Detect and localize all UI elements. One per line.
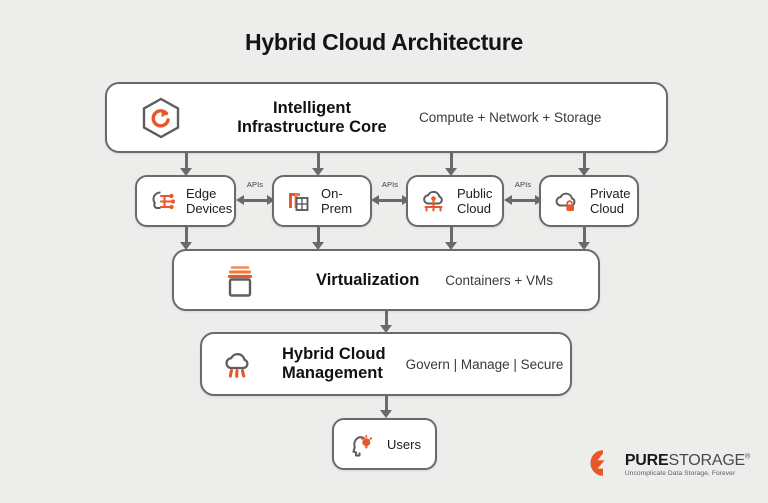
arrow-management-to-users [380, 410, 393, 418]
api-label-2: APIs [381, 180, 399, 189]
logo-tagline: Uncomplicate Data Storage, Forever [624, 470, 736, 478]
connector-public-to-virtualization [450, 227, 453, 244]
node-edge-devices[interactable]: Edge Devices [135, 175, 236, 227]
pure-storage-logo-icon [588, 448, 618, 483]
arrow-core-to-edge [180, 168, 193, 176]
connector-edge-to-virtualization [185, 227, 188, 244]
arrow-private-to-virtualization [578, 242, 591, 250]
arrow-core-to-private [578, 168, 591, 176]
node-public-cloud[interactable]: Public Cloud [406, 175, 504, 227]
management-subtitle: Govern | Manage | Secure [405, 356, 564, 372]
node-virtualization[interactable]: Virtualization Containers + VMs [172, 249, 600, 311]
private-cloud-label: Private Cloud [590, 186, 631, 216]
users-label: Users [387, 436, 421, 452]
connector-management-to-users [385, 396, 388, 412]
hexagon-pure-icon [135, 92, 187, 144]
virtualization-subtitle: Containers + VMs [445, 272, 553, 288]
node-intelligent-infrastructure-core[interactable]: Intelligent Infrastructure Core Compute … [105, 82, 668, 153]
arrow-edge-onprem-left [236, 194, 244, 205]
arrow-public-private-left [504, 194, 512, 205]
node-users[interactable]: Users [332, 418, 437, 470]
connector-virtualization-to-management [385, 311, 388, 327]
public-cloud-label: Public Cloud [457, 186, 493, 216]
edge-brain-icon [145, 184, 179, 218]
arrow-core-to-onprem [312, 168, 325, 176]
virtualization-title: Virtualization [316, 270, 420, 289]
connector-core-to-onprem [317, 153, 320, 170]
cloud-rain-icon [216, 342, 264, 386]
arrow-virtualization-to-management [380, 325, 393, 333]
logo-wordmark: PURESTORAGE® [624, 451, 750, 469]
connector-core-to-private [583, 153, 586, 170]
page-title: Hybrid Cloud Architecture [245, 29, 523, 55]
arrow-core-to-public [445, 168, 458, 176]
arrow-onprem-to-virtualization [312, 242, 325, 250]
user-head-idea-icon [344, 427, 378, 461]
arrow-public-to-virtualization [445, 242, 458, 250]
api-label-3: APIs [514, 180, 532, 189]
connector-core-to-public [450, 153, 453, 170]
public-cloud-icon [416, 184, 450, 218]
connector-public-private [511, 199, 536, 202]
logo-registered-mark: ® [745, 453, 750, 461]
arrow-onprem-public-left [371, 194, 379, 205]
management-title: Hybrid Cloud Management [282, 345, 386, 382]
private-cloud-lock-icon [549, 184, 583, 218]
connector-edge-onprem [243, 199, 268, 202]
node-on-prem[interactable]: On-Prem [272, 175, 372, 227]
logo-word-light: STORAGE [668, 451, 746, 469]
logo-text-block: PURESTORAGE® Uncomplicate Data Storage, … [624, 451, 750, 478]
node-hybrid-cloud-management[interactable]: Hybrid Cloud Management Govern | Manage … [200, 332, 572, 396]
arrow-edge-onprem-right [267, 194, 275, 205]
connector-onprem-public [378, 199, 403, 202]
pure-storage-logo: PURESTORAGE® Uncomplicate Data Storage, … [588, 448, 750, 483]
on-prem-label: On-Prem [321, 186, 353, 216]
connector-onprem-to-virtualization [317, 227, 320, 244]
container-stack-icon [220, 259, 260, 301]
edge-devices-label: Edge Devices [186, 186, 233, 216]
connector-private-to-virtualization [583, 227, 586, 244]
api-label-1: APIs [246, 180, 264, 189]
logo-word-bold: PURE [624, 451, 669, 469]
core-title: Intelligent Infrastructure Core [237, 98, 387, 136]
node-private-cloud[interactable]: Private Cloud [539, 175, 639, 227]
connector-core-to-edge [185, 153, 188, 170]
core-subtitle: Compute + Network + Storage [419, 110, 602, 125]
arrow-edge-to-virtualization [180, 242, 193, 250]
on-prem-building-icon [282, 185, 314, 217]
